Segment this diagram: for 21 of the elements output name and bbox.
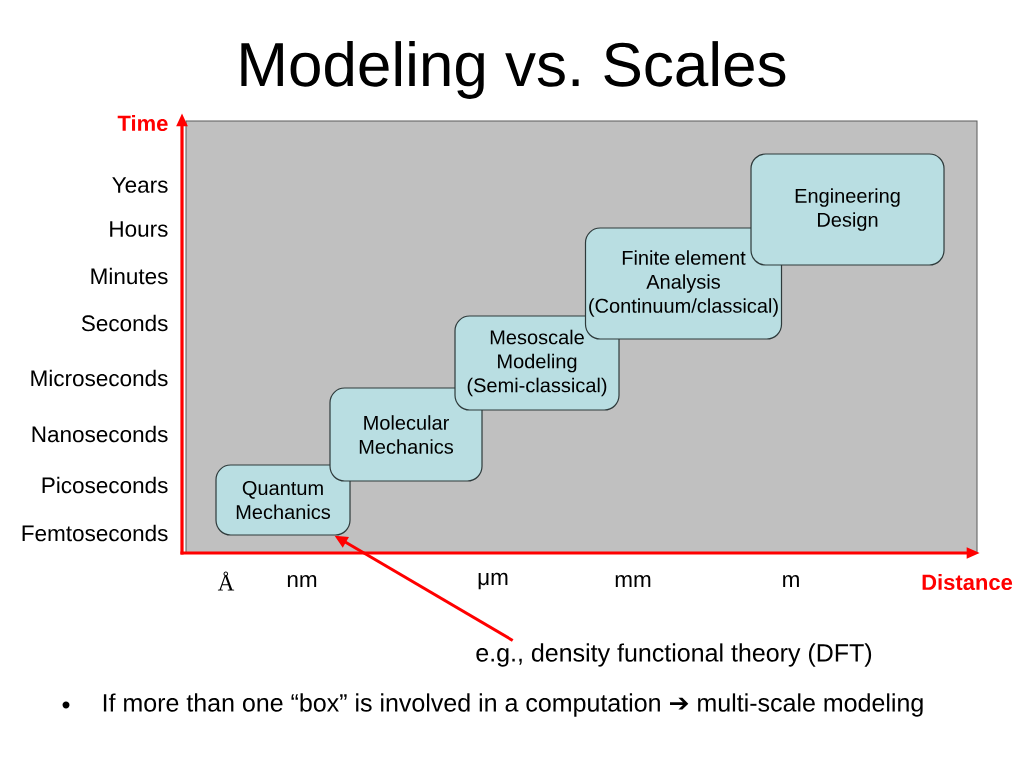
axis-label: Picoseconds xyxy=(42,476,168,494)
axis-title: Distance xyxy=(922,573,1013,591)
slide-title: Modeling vs. Scales xyxy=(241,41,786,99)
bullet-text: If more than one “box” is involved in a computation ➔ multi-scale modeling xyxy=(103,693,923,717)
axis-label: Microseconds xyxy=(31,369,168,387)
axis-title: Time xyxy=(117,114,168,132)
scale-box: Engineering Design xyxy=(750,153,945,266)
scale-box: Finite element Analysis (Continuum/classical) xyxy=(584,227,783,340)
axis-label: m xyxy=(783,574,799,588)
axis-label: Minutes xyxy=(91,267,168,285)
axis-label: Nanoseconds xyxy=(32,425,168,443)
axis-label: Years xyxy=(112,177,168,193)
axis-label: mm xyxy=(615,574,651,588)
axis-label: μm xyxy=(478,572,508,590)
note-text: e.g., density functional theory (DFT) xyxy=(476,643,872,667)
axis-label: Femtoseconds xyxy=(22,524,168,542)
axis-label: Å xyxy=(217,571,235,591)
scale-box: Quantum Mechanics xyxy=(215,464,351,536)
axis-label: Seconds xyxy=(81,314,168,332)
axis-label: nm xyxy=(287,574,317,588)
axis-label: Hours xyxy=(110,221,168,237)
